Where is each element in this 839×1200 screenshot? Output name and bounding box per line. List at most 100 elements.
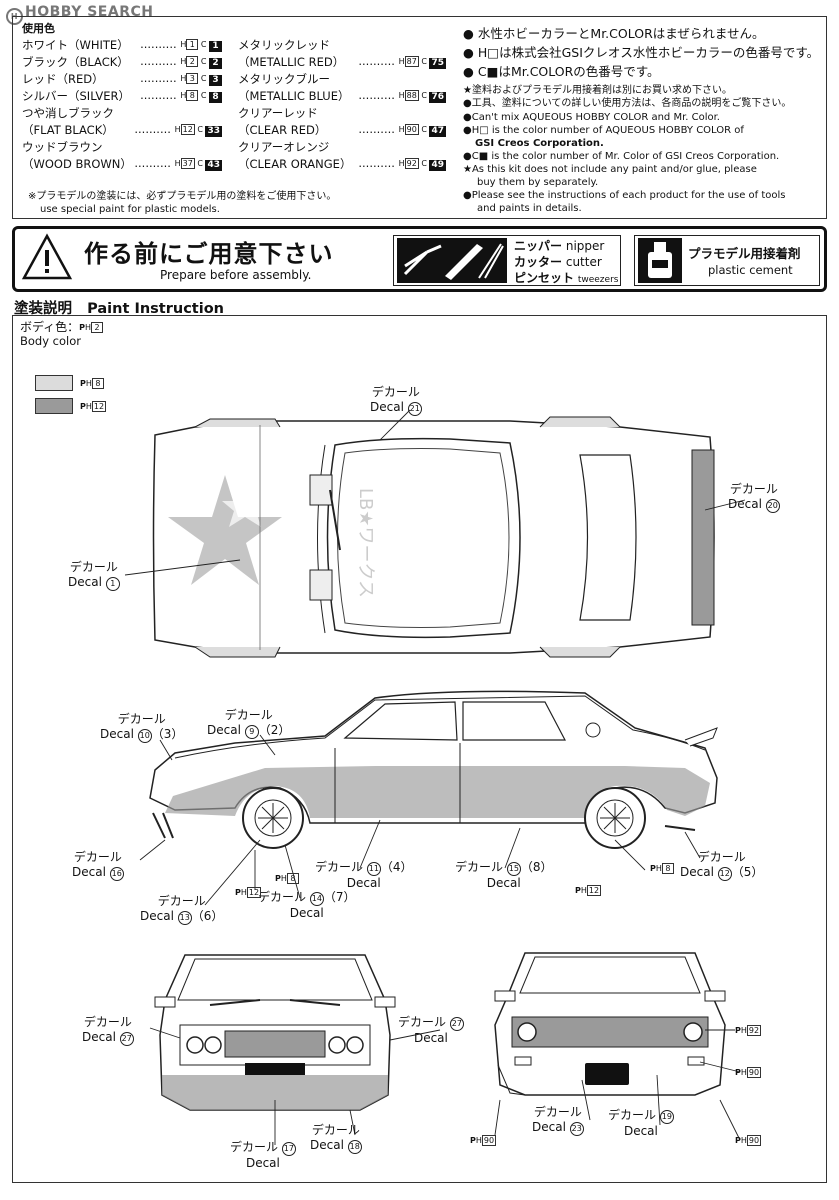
color-name: ウッドブラウン — [22, 140, 103, 154]
mr-color-code: 75 — [429, 58, 446, 69]
colors-used-heading: 使用色 — [22, 22, 55, 35]
nipper-label-en: nipper — [565, 239, 605, 253]
note-no-paint-en: ★As this kit does not include any paint … — [463, 164, 757, 175]
note-c-color-en: ●C■ is the color number of Mr. Color of … — [463, 151, 780, 162]
swatch-dark-gray — [35, 398, 73, 414]
paint-section-title: 塗装説明 Paint Instruction — [14, 301, 224, 317]
mr-color-code: 49 — [429, 160, 446, 171]
note-tools-jp: ●工具、塗料についての詳しい使用方法は、各商品の説明をご覧下さい。 — [463, 98, 792, 109]
color-name: （CLEAR RED） — [238, 123, 327, 137]
cement-bottle-icon — [638, 238, 682, 283]
color-row: メタリックブルー — [238, 71, 446, 87]
prepare-title-jp: 作る前にご用意下さい — [84, 240, 334, 268]
note-buy-separately-jp: ★塗料およびプラモデル用接着剤は別にお買い求め下さい。 — [463, 85, 732, 96]
tools-list: ニッパー nipper カッター cutter ピンセット tweezers — [514, 238, 618, 288]
hobby-color-code: 87 — [404, 56, 419, 67]
mr-color-code: 33 — [205, 126, 222, 137]
note-c-color-jp: ● C■はMr.COLORの色番号です。 — [463, 64, 660, 79]
hood-lettering: LB★ワークス — [355, 488, 376, 598]
note-gsi-creos: GSI Creos Corporation. — [475, 138, 604, 149]
prepare-title-en: Prepare before assembly. — [160, 268, 312, 282]
color-name: ブラック（BLACK） — [22, 55, 129, 69]
color-name: （FLAT BLACK） — [22, 123, 114, 137]
tweezers-label-en: tweezers — [577, 275, 619, 285]
cement-label-jp: プラモデル用接着剤 — [688, 246, 801, 261]
color-row: クリアーオレンジ — [238, 139, 446, 155]
decal-14-label: デカール 14（7）Decal — [258, 890, 356, 920]
prepare-panel — [12, 226, 827, 292]
warning-icon — [21, 233, 73, 280]
color-name: メタリックブルー — [238, 72, 330, 86]
color-name: クリアーレッド — [238, 106, 318, 120]
car-top-view: LB★ワークス — [152, 416, 715, 658]
color-name: （METALLIC RED） — [238, 55, 345, 69]
color-name: （METALLIC BLUE） — [238, 89, 350, 103]
tweezers-label-jp: ピンセット — [514, 271, 575, 285]
mr-color-code: 43 — [205, 160, 222, 171]
color-name: シルバー（SILVER） — [22, 89, 130, 103]
color-row: ウッドブラウン — [22, 139, 222, 155]
nipper-cutter-tweezers-icon — [397, 238, 507, 283]
hobby-color-code: 12 — [180, 124, 195, 135]
hobby-color-code: 88 — [404, 90, 419, 101]
color-name: メタリックレッド — [238, 38, 330, 52]
bullet-icon: ● — [463, 45, 474, 60]
cement-panel — [634, 235, 820, 286]
mr-color-code: 76 — [429, 92, 446, 103]
hobby-color-code: 92 — [404, 158, 419, 169]
decal-11-label: デカール 11（4）Decal — [315, 860, 413, 890]
tools-panel — [393, 235, 621, 286]
cutter-label-jp: カッター — [514, 255, 563, 269]
car-side-view — [149, 690, 718, 849]
cement-label-en: plastic cement — [708, 263, 793, 277]
mr-color-code: 2 — [209, 58, 222, 69]
colors-used-panel — [12, 16, 827, 219]
mr-color-code: 47 — [429, 126, 446, 137]
paint-instruction-panel — [12, 315, 827, 1183]
hobby-color-code: 8 — [186, 90, 199, 101]
color-row: つや消しブラック — [22, 105, 222, 121]
note-buy-en: buy them by separately. — [477, 177, 599, 188]
car-rear-view — [494, 952, 726, 1096]
mr-color-code: 1 — [209, 41, 222, 52]
hobby-color-code: 1 — [186, 39, 199, 50]
color-name: （WOOD BROWN） — [22, 157, 132, 171]
car-front-view — [154, 954, 396, 1111]
